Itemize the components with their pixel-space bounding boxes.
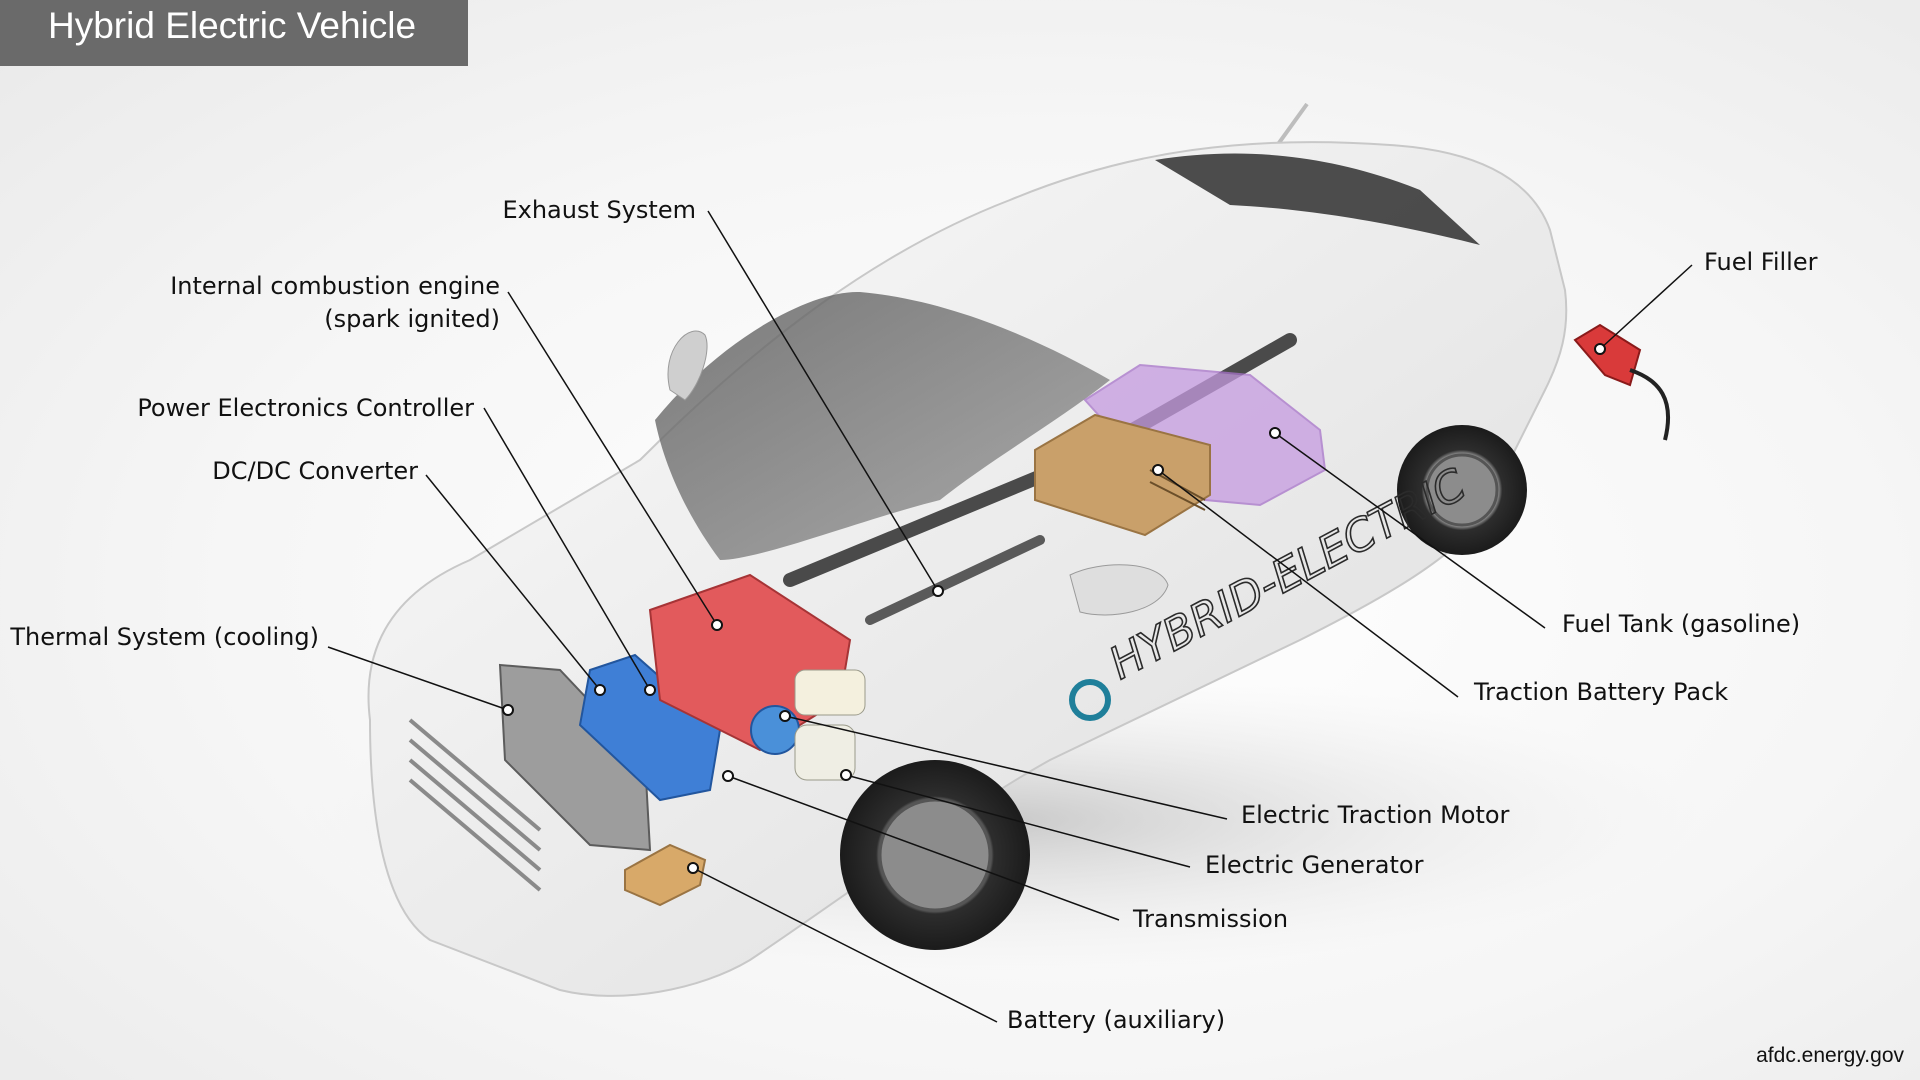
leader-transmission — [727, 775, 1120, 921]
dot-fuel-filler — [1594, 343, 1606, 355]
dot-pec — [644, 684, 656, 696]
leader-fuel-tank — [1274, 432, 1546, 629]
leader-traction-battery — [1157, 469, 1459, 698]
dot-exhaust — [932, 585, 944, 597]
right-mirror — [1069, 564, 1169, 616]
left-mirror — [667, 330, 708, 401]
front-wheel-rim — [878, 798, 992, 912]
dot-thermal — [502, 704, 514, 716]
label-electric-traction-motor: Electric Traction Motor — [1241, 801, 1510, 829]
leader-generator — [845, 774, 1191, 868]
leader-aux-battery — [692, 867, 998, 1023]
fuel-nozzle — [1573, 323, 1642, 387]
leader-dcdc — [425, 474, 601, 691]
auxiliary-battery-shape — [624, 843, 707, 907]
label-power-electronics-controller: Power Electronics Controller — [137, 394, 474, 422]
leader-lines — [327, 210, 1693, 1023]
dot-traction-battery — [1152, 464, 1164, 476]
title-bar: Hybrid Electric Vehicle — [0, 0, 468, 66]
coolant-reservoir — [794, 669, 866, 716]
hybrid-emblem — [1069, 679, 1111, 721]
electric-motor-shape — [750, 705, 800, 755]
rear-wheel-rim — [1425, 453, 1499, 527]
label-electric-generator: Electric Generator — [1205, 851, 1424, 879]
exhaust-pipe-lower — [865, 535, 1045, 625]
leader-pec — [483, 407, 651, 691]
dot-transmission — [722, 770, 734, 782]
label-transmission: Transmission — [1133, 905, 1289, 933]
label-ice-line2: (spark ignited) — [324, 305, 500, 333]
dot-aux-battery — [687, 862, 699, 874]
dot-motor — [779, 710, 791, 722]
label-fuel-filler: Fuel Filler — [1704, 248, 1818, 276]
label-ice-line1: Internal combustion engine — [170, 272, 500, 300]
leader-ice — [507, 291, 718, 626]
fuel-hose — [1629, 368, 1671, 441]
dot-fuel-tank — [1269, 427, 1281, 439]
label-dcdc-converter: DC/DC Converter — [212, 457, 418, 485]
label-fuel-tank: Fuel Tank (gasoline) — [1562, 610, 1801, 638]
dot-ice — [711, 619, 723, 631]
leader-motor — [784, 715, 1228, 820]
rear-window — [1155, 153, 1480, 245]
callout-dots — [502, 343, 1606, 874]
leader-exhaust — [707, 210, 939, 592]
dot-dcdc — [594, 684, 606, 696]
windshield — [655, 291, 1110, 560]
label-exhaust-system: Exhaust System — [502, 196, 696, 224]
source-credit: afdc.energy.gov — [1756, 1044, 1904, 1067]
dot-generator — [840, 769, 852, 781]
power-electronics-shape — [578, 653, 722, 802]
grille — [408, 718, 542, 892]
leader-thermal — [327, 646, 509, 711]
traction-battery-shape — [1034, 413, 1211, 537]
leader-fuel-filler — [1599, 264, 1693, 350]
label-thermal-system: Thermal System (cooling) — [10, 623, 319, 651]
label-traction-battery-pack: Traction Battery Pack — [1474, 678, 1729, 706]
label-battery-auxiliary: Battery (auxiliary) — [1007, 1006, 1226, 1034]
page-title: Hybrid Electric Vehicle — [48, 5, 417, 46]
radiator — [498, 663, 652, 852]
